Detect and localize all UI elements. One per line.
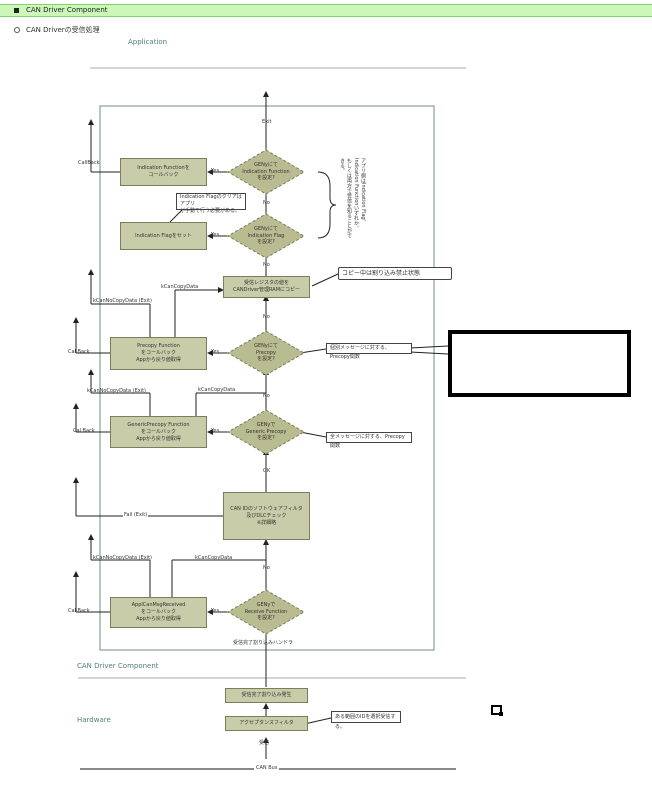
window-resize-icon [491,705,503,716]
label-interrupt-handler: 受信完了割り込みハンドラ [233,640,294,646]
label-yes-4: Yes [211,428,220,434]
decision-precopy [227,330,305,376]
decision-generic-precopy [227,409,305,455]
label-can-bus: CAN Bus [254,765,280,771]
subsection-title-text: CAN Driverの受信処理 [26,26,100,34]
interrupt-handler-frame [99,105,435,651]
box-indication-function-callback: Indication Functionを コールバック [120,158,207,186]
label-yes-2: Yes [211,232,220,238]
label-no-4: No [263,393,270,399]
box-software-filter: CAN IDのソフトウェアフィルタ 及びDLCチェック ※詳細略 [223,492,310,540]
note-generic-precopy: 全メッセージに対する、Precopy関数 [326,432,412,449]
label-no-3: No [263,314,270,320]
label-callback-2: Cal Back [68,349,90,355]
box-indication-flag-set: Indication Flagをセット [120,222,207,250]
empty-callout-box [448,330,631,397]
decision-precopy-text: GENyにて Precopy を設定? [254,343,278,363]
decision-indication-flag-text: GENyにて Indication Flag を設定? [247,226,285,246]
bullet-circle-icon [14,27,20,33]
note-precopy: 個別メッセージに対する、Precopy関数 [326,343,412,360]
box-copy-to-ram: 受信レジスタの値を CANDriver管理RAMにコピー [223,276,310,298]
layer-label-can-driver: CAN Driver Component [77,662,159,670]
box-generic-precopy-callback: GenericPrecopy Function をコールバック Appから戻り値… [110,416,207,448]
label-callback-4: Cal Back [68,608,90,614]
subsection-title: CAN Driverの受信処理 [14,25,100,35]
label-callback-3: Cal Back [73,428,95,434]
label-no-2: No [263,262,270,268]
label-callback: CallBack [78,160,100,166]
note-indication-flag: Indication Flagのクリアはアプリ が手動で行う必要がある。 [176,193,246,214]
note-brace-vertical: アプリ側はIndication Flag、 Indication Functio… [339,158,366,238]
box-acceptance-filter: アクセプタンスフィルタ [225,716,308,731]
box-receive-interrupt: 受信完了割り込み発生 [225,688,308,703]
decision-receive-function [227,589,305,635]
note-copy: コピー中は割り込み禁止状態 [338,267,452,280]
label-receive: 受信 [259,740,270,746]
box-precopy-callback: Precopy Function をコールバック Appから戻り値取得 [110,337,207,370]
label-yes-3: Yes [211,349,220,355]
label-yes-5: Yes [211,608,220,614]
decision-indication-flag [227,213,305,259]
label-kcancopydata-1: kCanCopyData [161,284,199,290]
decision-indication-function [227,149,305,195]
layer-label-application: Application [128,38,168,46]
label-kcannocopydata-3: kCanNoCopyData (Exit) [93,555,152,561]
decision-receive-function-text: GENyで Receive Function を設定? [244,602,288,622]
label-kcannocopydata-1: kCanNoCopyData (Exit) [93,298,152,304]
label-fail-exit: Fail (Exit) [123,512,149,518]
layer-label-hardware: Hardware [77,716,111,724]
decision-generic-precopy-text: GENyで Generic Precopy を設定? [245,422,287,442]
bullet-square-icon [14,8,19,13]
decision-indication-function-text: GENyにて Indication Function を設定? [242,162,290,182]
note-acceptance-filter: ある範囲のIDを選択受信する。 [331,711,401,730]
label-no-5: No [263,565,270,571]
label-exit: Exit [262,119,272,125]
label-kcancopydata-3: kCanCopyData [195,555,233,561]
label-no-1: No [263,200,270,206]
label-yes-1: Yes [211,168,220,174]
box-app-msg-received-callback: ApplCanMsgReceived をコールバック Appから戻り値取得 [110,597,207,628]
label-kcannocopydata-2: kCanNoCopyData (Exit) [87,388,146,394]
section-header-bar: CAN Driver Component [0,4,652,17]
section-header-title: CAN Driver Component [26,6,108,14]
label-ok: OK [263,468,271,474]
label-kcancopydata-2: kCanCopyData [198,387,236,393]
